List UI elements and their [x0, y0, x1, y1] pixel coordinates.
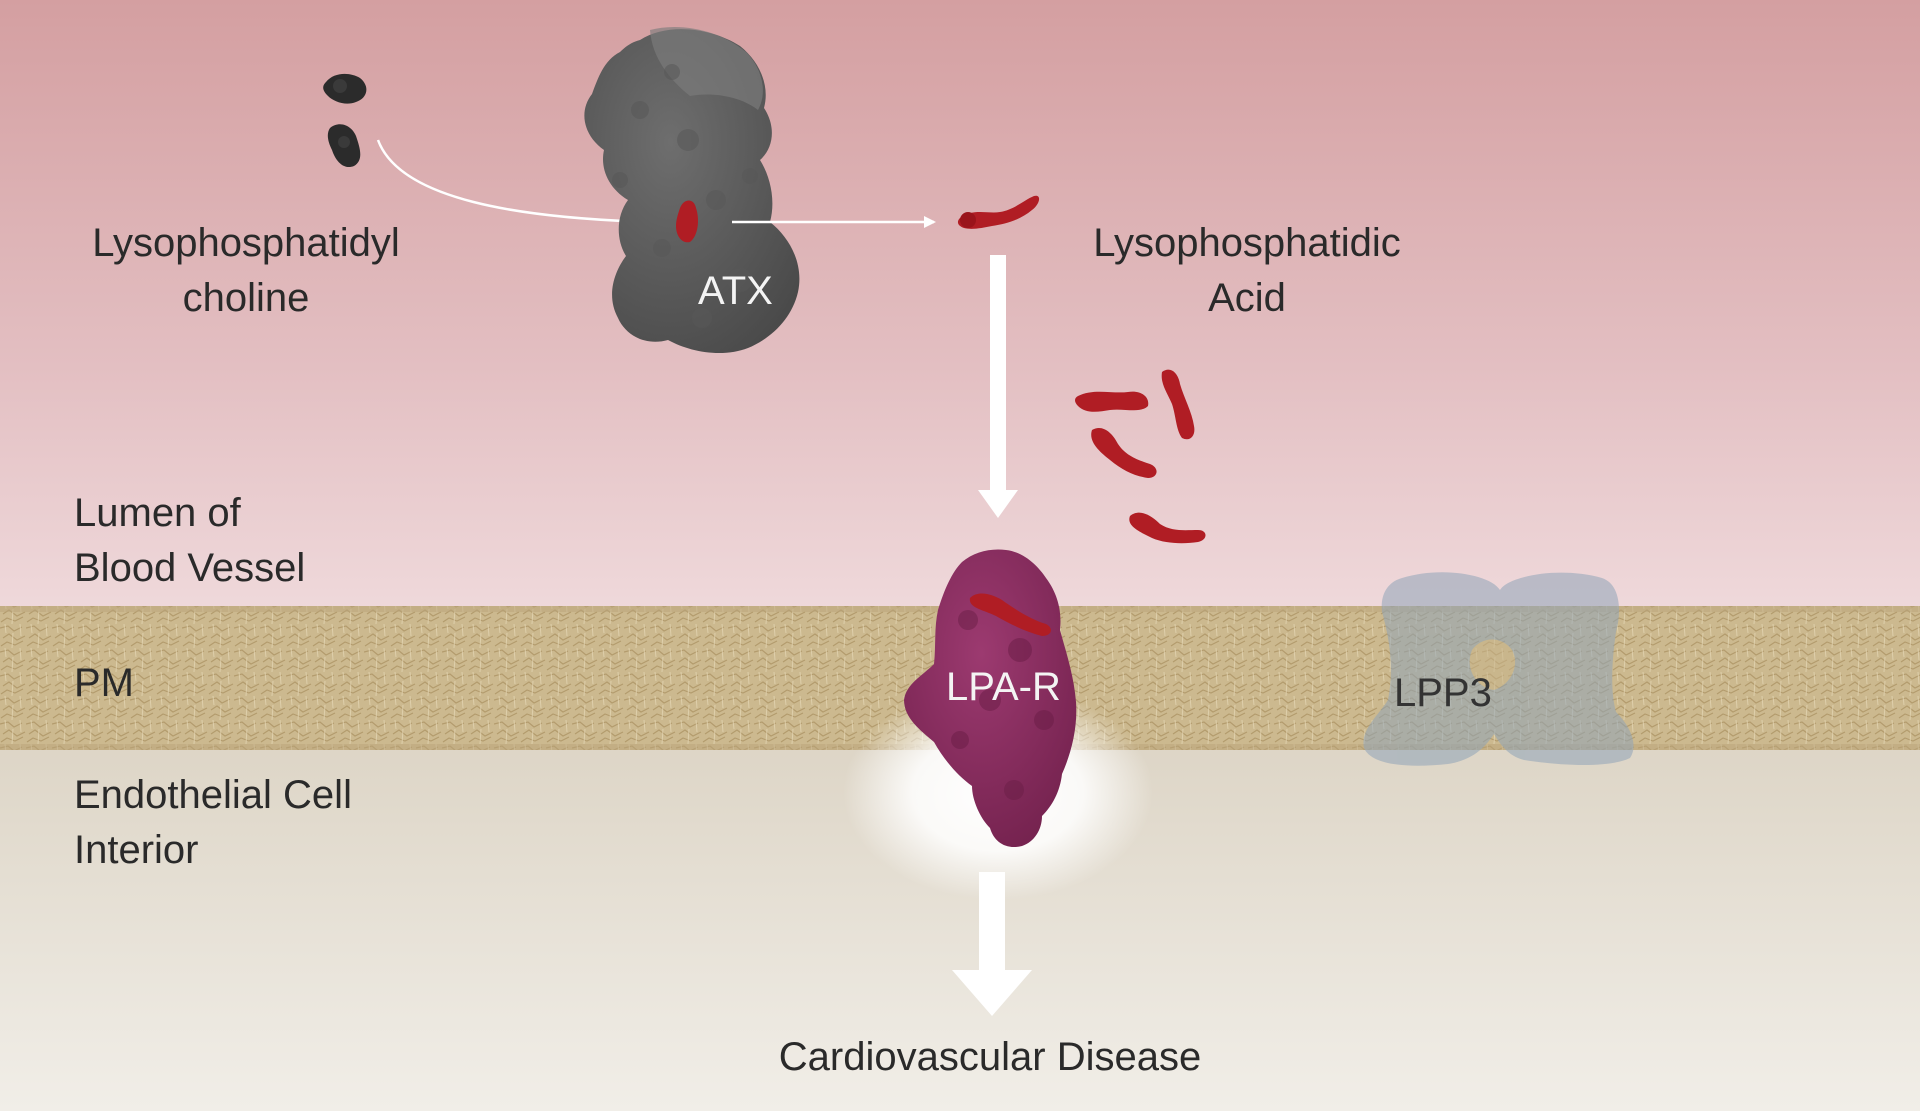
lumen-label: Lumen of Blood Vessel	[74, 486, 305, 596]
lpc-molecule-icon	[327, 124, 361, 168]
lpc-label: Lysophosphatidyl choline	[70, 216, 422, 326]
lpc-label-line2: choline	[182, 276, 310, 320]
pm-label: PM	[74, 661, 134, 705]
lpa-molecule-icon	[957, 195, 1040, 229]
receptor-to-disease-arrow-shaft	[979, 872, 1005, 976]
lpa-molecule-cluster	[1075, 369, 1206, 544]
lpa-label-line1: Lysophosphatidic	[1093, 221, 1401, 265]
atx-protein-icon	[584, 26, 800, 354]
outcome-label: Cardiovascular Disease	[778, 1035, 1202, 1079]
lpa-molecule-icon	[1091, 427, 1157, 478]
lpa-molecule-icon	[1161, 369, 1195, 440]
lpa-label: Lysophosphatidic Acid	[1074, 216, 1420, 326]
lpa-to-receptor-arrow-head	[978, 490, 1018, 518]
lpp3-label: LPP3	[1394, 671, 1492, 715]
lumen-label-line1: Lumen of	[74, 491, 241, 535]
lpa-label-line2: Acid	[1208, 276, 1286, 320]
cell-interior-label-line1: Endothelial Cell	[74, 773, 352, 817]
lpc-molecule-icon	[323, 73, 367, 104]
cell-interior-label: Endothelial Cell Interior	[74, 768, 352, 878]
lpa-to-receptor-arrow-shaft	[990, 255, 1006, 495]
lpa-molecule-icon	[1129, 512, 1206, 544]
lpa-molecule-icon	[1075, 391, 1149, 412]
lumen-label-line2: Blood Vessel	[74, 546, 306, 590]
lpc-to-atx-arrow	[376, 139, 652, 228]
lpp3-protein-icon	[1363, 572, 1634, 766]
atx-label: ATX	[698, 269, 773, 313]
lpa-r-label: LPA-R	[946, 665, 1061, 709]
lpc-label-line1: Lysophosphatidyl	[92, 221, 400, 265]
lpa-receptor-protein-icon	[904, 549, 1077, 848]
blood-vessel-lumen-region	[0, 0, 1920, 612]
receptor-to-disease-arrow-head	[952, 970, 1032, 1016]
cell-interior-label-line2: Interior	[74, 828, 199, 872]
